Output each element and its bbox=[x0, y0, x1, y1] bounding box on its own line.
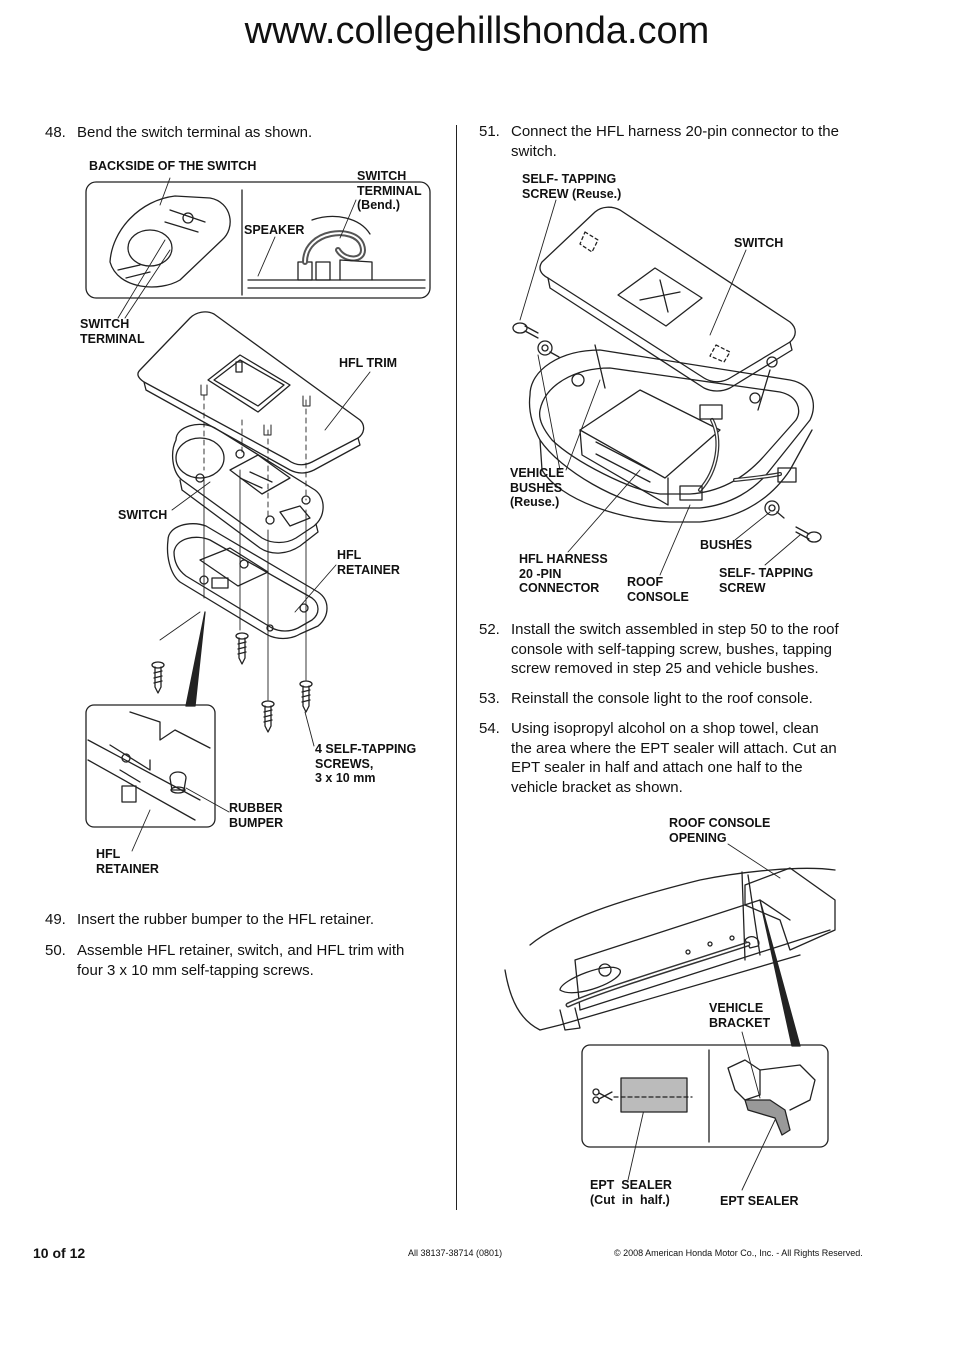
step-text-line-1: Connect the HFL harness 20-pin connector… bbox=[511, 123, 839, 140]
step-number: 51. bbox=[479, 123, 500, 140]
step-number: 50. bbox=[45, 942, 66, 959]
step-text-line-2: console with self-tapping screw, bushes,… bbox=[511, 640, 833, 658]
step-52: 52. Install the switch assembled in step… bbox=[479, 620, 919, 680]
step-text: Insert the rubber bumper to the HFL reta… bbox=[77, 911, 375, 928]
step-text-line-1: Install the switch assembled in step 50 … bbox=[511, 621, 839, 638]
label-rubber-bumper: RUBBER BUMPER bbox=[229, 801, 284, 830]
label-switch: SWITCH bbox=[118, 508, 168, 522]
step-number: 54. bbox=[479, 720, 500, 737]
harness-20-pin bbox=[679, 404, 797, 501]
step-54: 54. Using isopropyl alcohol on a shop to… bbox=[479, 719, 919, 799]
switch-backside-detail bbox=[85, 181, 431, 299]
label-backside-of-switch: BACKSIDE OF THE SWITCH bbox=[89, 159, 257, 173]
step-text-line-2: four 3 x 10 mm self-tapping screws. bbox=[77, 961, 314, 979]
label-roof-console: ROOF CONSOLE bbox=[627, 575, 689, 604]
step-text-line-2: the area where the EPT sealer will attac… bbox=[511, 739, 837, 757]
step-text-line-3: EPT sealer in half and attach one half t… bbox=[511, 759, 803, 776]
label-ept-sealer: EPT SEALER bbox=[720, 1194, 799, 1208]
label-hfl-harness: HFL HARNESS 20 -PIN CONNECTOR bbox=[519, 552, 608, 595]
document-code: All 38137-38714 (0801) bbox=[408, 1248, 503, 1258]
screws-bushes bbox=[512, 322, 822, 543]
column-divider bbox=[456, 125, 457, 1210]
label-vehicle-bushes: VEHICLE BUSHES (Reuse.) bbox=[510, 466, 565, 509]
step-number: 52. bbox=[479, 621, 500, 638]
label-vehicle-bracket: VEHICLE BRACKET bbox=[709, 1001, 771, 1030]
rubber-bumper-detail bbox=[85, 704, 216, 828]
step-number: 49. bbox=[45, 911, 66, 928]
hfl-retainer bbox=[166, 523, 328, 640]
step-text-line-3: screw removed in step 25 and vehicle bus… bbox=[511, 660, 819, 677]
label-self-tapping-screw: SELF- TAPPING SCREW bbox=[719, 566, 814, 595]
step-number: 48. bbox=[45, 124, 66, 141]
ept-sealer-detail bbox=[581, 1044, 829, 1148]
page-number: 10 of 12 bbox=[33, 1245, 86, 1261]
step-text: Reinstall the console light to the roof … bbox=[511, 690, 813, 707]
roof-opening bbox=[504, 867, 836, 1031]
label-hfl-retainer: HFL RETAINER bbox=[337, 548, 400, 577]
self-tapping-screws bbox=[151, 632, 313, 733]
step-text-line-4: vehicle bracket as shown. bbox=[511, 778, 683, 796]
label-ept-sealer-cut: EPT SEALER (Cut in half.) bbox=[590, 1178, 672, 1207]
step-text-line-1: Using isopropyl alcohol on a shop towel,… bbox=[511, 720, 819, 737]
copyright: © 2008 American Honda Motor Co., Inc. - … bbox=[614, 1248, 863, 1258]
site-header: www.collegehillshonda.com bbox=[244, 10, 710, 52]
label-speaker: SPEAKER bbox=[244, 223, 305, 237]
label-bushes: BUSHES bbox=[700, 538, 753, 552]
label-hfl-trim: HFL TRIM bbox=[339, 356, 398, 370]
detail-pointer bbox=[185, 611, 206, 707]
step-50: 50. Assemble HFL retainer, switch, and H… bbox=[45, 941, 445, 981]
screw-axes bbox=[159, 469, 307, 701]
hfl-trim bbox=[137, 311, 365, 474]
label-fig2-switch: SWITCH bbox=[734, 236, 784, 250]
label-self-tapping-screw-reuse: SELF- TAPPING SCREW (Reuse.) bbox=[522, 172, 622, 201]
fig3-leaders bbox=[627, 843, 781, 1191]
roof-console-switch bbox=[539, 206, 796, 392]
label-roof-console-opening: ROOF CONSOLE OPENING bbox=[669, 816, 771, 845]
switch-part bbox=[171, 423, 324, 554]
roof-console bbox=[528, 344, 814, 523]
step-text: Bend the switch terminal as shown. bbox=[77, 124, 313, 141]
label-self-tapping-screws: 4 SELF-TAPPING SCREWS, 3 x 10 mm bbox=[315, 742, 417, 785]
label-hfl-retainer-detail: HFL RETAINER bbox=[96, 847, 159, 876]
label-switch-terminal: SWITCH TERMINAL bbox=[80, 317, 145, 346]
label-switch-terminal-bend: SWITCH TERMINAL (Bend.) bbox=[357, 169, 422, 212]
hooks bbox=[200, 384, 311, 436]
fig2-leaders bbox=[519, 199, 801, 576]
step-51: 51. Connect the HFL harness 20-pin conne… bbox=[479, 122, 919, 162]
assembly-axes bbox=[203, 394, 307, 521]
step-text-line-1: Assemble HFL retainer, switch, and HFL t… bbox=[77, 942, 405, 959]
step-text-line-2: switch. bbox=[511, 142, 557, 160]
step-number: 53. bbox=[479, 690, 500, 707]
fig1-leaders bbox=[117, 177, 371, 852]
detail-pointer-2 bbox=[759, 899, 801, 1047]
